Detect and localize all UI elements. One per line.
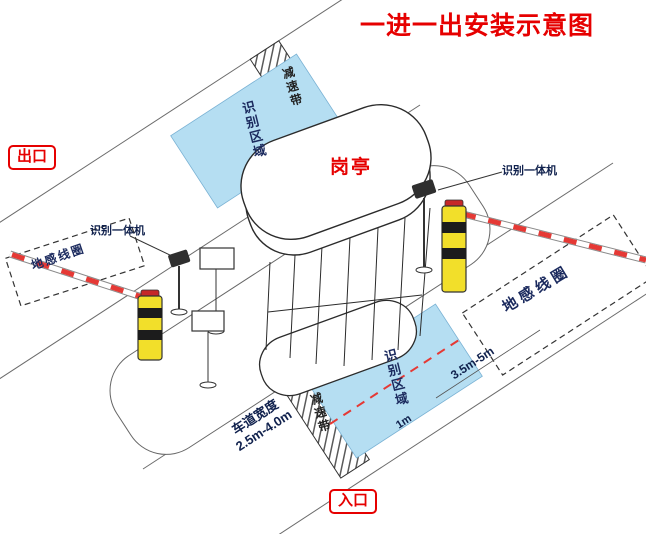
right-barrier: [441, 199, 646, 293]
right-camera-label: 识别一体机: [502, 165, 557, 177]
lane-center-dashed-line: [329, 337, 463, 425]
right-barrier-arm-red: [462, 211, 646, 263]
entrance-lane-lower-edge: [278, 293, 646, 534]
left-camera: [168, 249, 191, 316]
booth-roof-top: [240, 103, 432, 241]
right-camera-head: [411, 179, 437, 199]
diagram-title: 一进一出安装示意图: [360, 12, 595, 40]
guard-booth: [240, 103, 432, 397]
booth-label: 岗亭: [330, 157, 373, 178]
right-cabinet-band: [442, 222, 466, 233]
right-camera: [411, 179, 437, 274]
sign-board: [191, 310, 225, 332]
left-barrier: [8, 250, 163, 361]
left-barrier-cabinet: [137, 295, 163, 361]
left-barrier-arm-white: [9, 251, 149, 302]
entrance-badge: 入口: [329, 489, 378, 514]
right-ground-coil: [461, 214, 646, 376]
sign-base: [199, 381, 217, 389]
booth-base: [258, 299, 418, 397]
left-camera-label: 识别一体机: [90, 225, 145, 237]
right-cabinet-band: [442, 248, 466, 259]
left-camera-head: [168, 249, 191, 268]
left-cabinet-band: [138, 330, 162, 340]
exit-badge: 出口: [8, 145, 57, 170]
right-camera-leader-line: [437, 171, 503, 191]
left-ground-coil: [4, 217, 146, 307]
sign-board: [199, 247, 235, 270]
booth-walls: [265, 207, 431, 367]
sign-boards: [191, 247, 235, 389]
left-cabinet-band: [138, 308, 162, 318]
left-camera-leader-line: [129, 235, 173, 257]
coil-distance-guide-line: [435, 329, 541, 399]
